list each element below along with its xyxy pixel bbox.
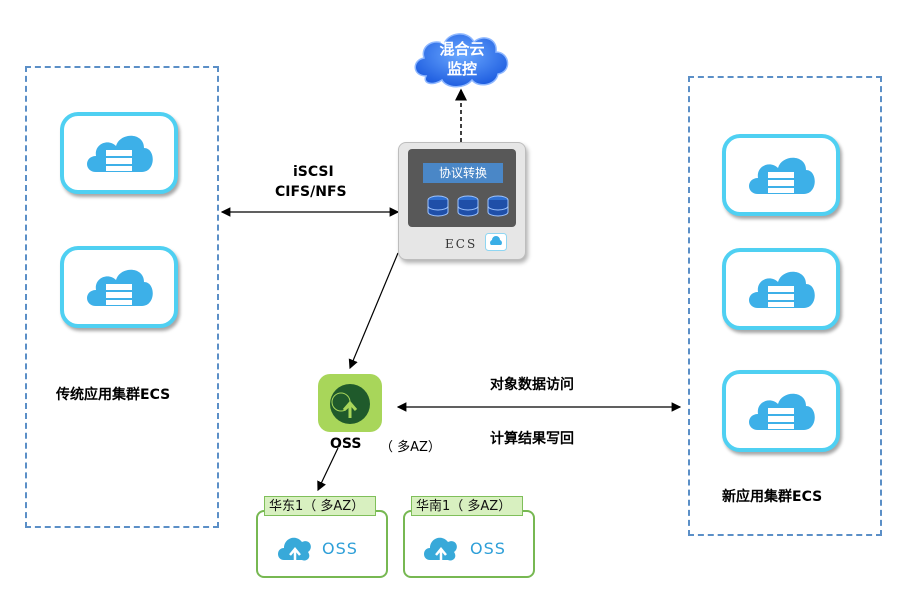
new-ecs-instance xyxy=(722,248,840,330)
oss-icon xyxy=(424,537,457,562)
oss-icon xyxy=(330,384,370,424)
new-ecs-instance xyxy=(722,370,840,452)
protocol-label-cifs-nfs: CIFS/NFS xyxy=(275,184,347,200)
legacy-ecs-instance xyxy=(60,246,178,328)
region-east-oss-label: OSS xyxy=(322,539,358,558)
gateway-oss-link xyxy=(348,252,399,370)
cloud-icon xyxy=(414,33,509,88)
gateway-ecs-label: ECS xyxy=(445,237,478,251)
oss-region-link xyxy=(317,447,339,492)
region-tag-east-china: 华东1（ 多AZ） xyxy=(264,496,376,516)
oss-az-label: （ 多AZ） xyxy=(380,440,441,455)
gateway-ecs: 协议转换 ECS xyxy=(398,142,526,260)
legacy-cluster-label: 传统应用集群ECS xyxy=(56,387,171,403)
cloud-label-line1: 混合云 xyxy=(439,40,485,58)
object-access-label: 对象数据访问 xyxy=(490,377,574,393)
cloud-server-icon xyxy=(749,393,815,430)
protocol-label-iscsi: iSCSI xyxy=(293,164,334,180)
legacy-ecs-instance xyxy=(60,112,178,194)
protocol-conversion-badge: 协议转换 xyxy=(423,163,503,183)
database-icon xyxy=(457,195,479,217)
legacy-cluster-group xyxy=(25,66,219,528)
cloud-label-line2: 监控 xyxy=(446,60,477,78)
cloud-server-icon xyxy=(87,135,153,172)
database-icon xyxy=(487,195,509,217)
oss-service xyxy=(318,374,382,432)
cloud-server-icon xyxy=(749,157,815,194)
oss-icon xyxy=(278,537,311,562)
result-writeback-label: 计算结果写回 xyxy=(490,431,574,447)
oss-label: OSS xyxy=(330,436,362,452)
region-east-china xyxy=(256,510,388,578)
region-south-oss-label: OSS xyxy=(470,539,506,558)
new-cluster-label: 新应用集群ECS xyxy=(722,489,823,505)
region-tag-south-china: 华南1（ 多AZ） xyxy=(411,496,523,516)
hybrid-cloud-monitor: 混合云 监控 xyxy=(408,26,516,92)
new-cluster-group xyxy=(688,76,882,536)
cloud-server-icon xyxy=(87,269,153,306)
ecs-cloud-icon xyxy=(485,233,507,251)
cloud-server-icon xyxy=(749,271,815,308)
new-ecs-instance xyxy=(722,134,840,216)
database-icon xyxy=(427,195,449,217)
